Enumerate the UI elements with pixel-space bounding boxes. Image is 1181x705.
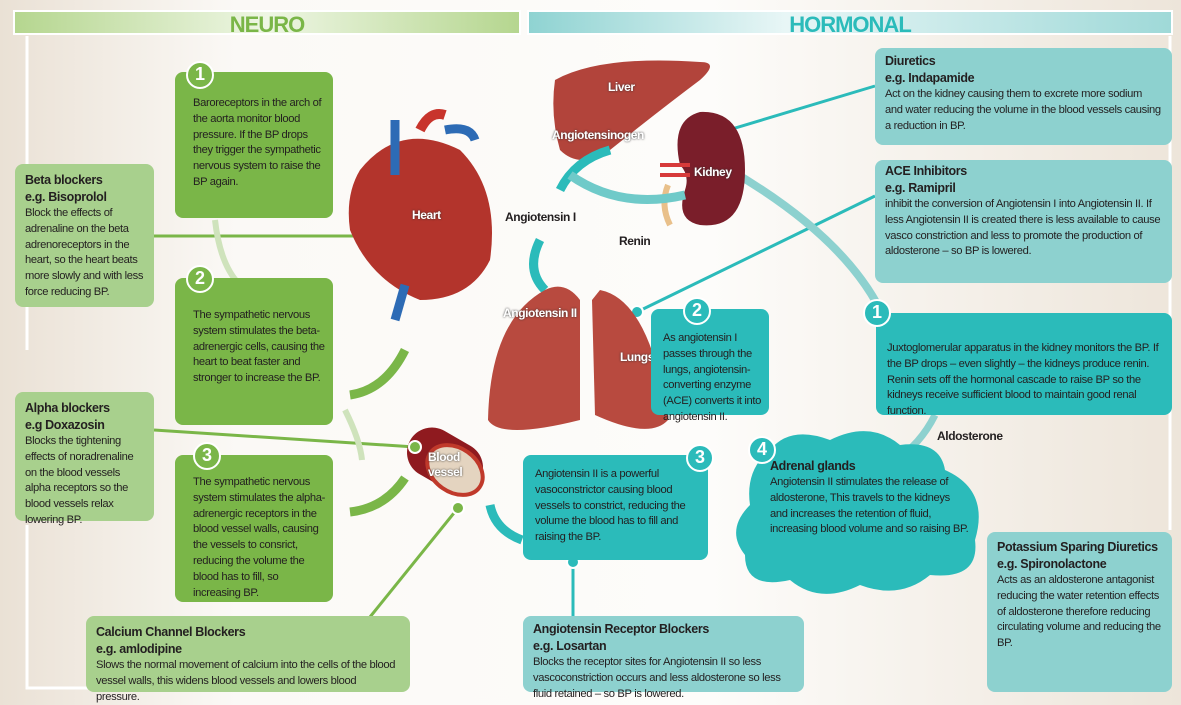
drug-text: Block the effects of adrenaline on the b… [25,207,144,298]
step-text: The sympathetic nervous system stimulate… [193,309,325,385]
step-number-3: 3 [193,442,221,470]
step-text: As angiotensin I passes through the lung… [663,332,761,423]
drug-example: e.g Doxazosin [25,418,105,432]
potassium-sparing-diuretics-card: Potassium Sparing Diuretics e.g. Spironol… [987,532,1172,692]
step-text: Juxtoglomerular apparatus in the kidney … [887,342,1159,418]
drug-title: Beta blockers [25,173,103,187]
neuro-step-3: The sympathetic nervous system stimulate… [175,455,333,602]
label-heart: Heart [412,208,441,222]
drug-title: Alpha blockers [25,401,110,415]
drug-example: e.g. Spironolactone [997,557,1107,571]
label-renin: Renin [619,234,651,248]
step-title: Adrenal glands [770,459,856,473]
drug-title: ACE Inhibitors [885,164,967,178]
step-number-1: 1 [863,299,891,327]
label-kidney: Kidney [694,165,732,179]
label-angiotensinogen: Angiotensinogen [552,128,644,142]
drug-example: e.g. amlodipine [96,642,182,656]
drug-example: e.g. Indapamide [885,71,975,85]
drug-example: e.g. Losartan [533,639,607,653]
step-number-2: 2 [683,297,711,325]
drug-title: Potassium Sparing Diuretics [997,540,1158,554]
hormonal-step-1: Juxtoglomerular apparatus in the kidney … [876,313,1172,418]
drug-text: Slows the normal movement of calcium int… [96,659,396,703]
drug-text: Blocks the receptor sites for Angiotensi… [533,656,781,700]
step-text: The sympathetic nervous system stimulate… [193,476,325,599]
angiotensin-receptor-blockers-card: Angiotensin Receptor Blockers e.g. Losart… [523,616,804,700]
lungs-illustration [488,286,580,430]
label-aldosterone: Aldosterone [937,429,1003,443]
label-liver: Liver [608,80,635,94]
neuro-step-2: The sympathetic nervous system stimulate… [175,278,333,425]
drug-text: Acts as an aldosterone antagonist reduci… [997,574,1161,650]
step-text: Angiotensin II is a powerful vasoconstri… [535,468,686,544]
drug-text: Act on the kidney causing them to excret… [885,88,1161,132]
neuro-step-1: Baroreceptors in the arch of the aorta m… [175,72,333,218]
step-number-4: 4 [748,436,776,464]
label-angiotensin-1: Angiotensin I [505,210,576,224]
kidney-illustration [677,111,745,226]
hormonal-step-3: Angiotensin II is a powerful vasoconstri… [523,455,708,560]
step-number-2: 2 [186,265,214,293]
label-blood-vessel: Blood vessel [428,450,463,479]
step-number-1: 1 [186,61,214,89]
step-number-3: 3 [686,444,714,472]
drug-title: Calcium Channel Blockers [96,625,246,639]
drug-text: inhibit the conversion of Angiotensin I … [885,198,1161,258]
liver-illustration [553,60,710,160]
drug-example: e.g. Ramipril [885,181,956,195]
hormonal-step-2: As angiotensin I passes through the lung… [651,309,769,423]
label-lungs: Lungs [620,350,654,364]
step-text: Baroreceptors in the arch of the aorta m… [193,97,322,188]
drug-title: Diuretics [885,54,936,68]
hormonal-header: HORMONAL [527,10,1173,37]
drug-text: Blocks the tightening effects of noradre… [25,435,134,526]
drug-title: Angiotensin Receptor Blockers [533,622,710,636]
label-angiotensin-2: Angiotensin II [503,306,577,320]
heart-illustration [348,138,492,300]
ace-inhibitors-card: ACE Inhibitors e.g. Ramipril inhibit the c… [875,160,1172,283]
blood-vessel-illustration [407,427,485,497]
neuro-header: NEURO [13,10,521,37]
adrenal-cloud [736,431,979,594]
step-text: Angiotensin II stimulates the release of… [770,476,969,536]
drug-example: e.g. Bisoprolol [25,190,107,204]
